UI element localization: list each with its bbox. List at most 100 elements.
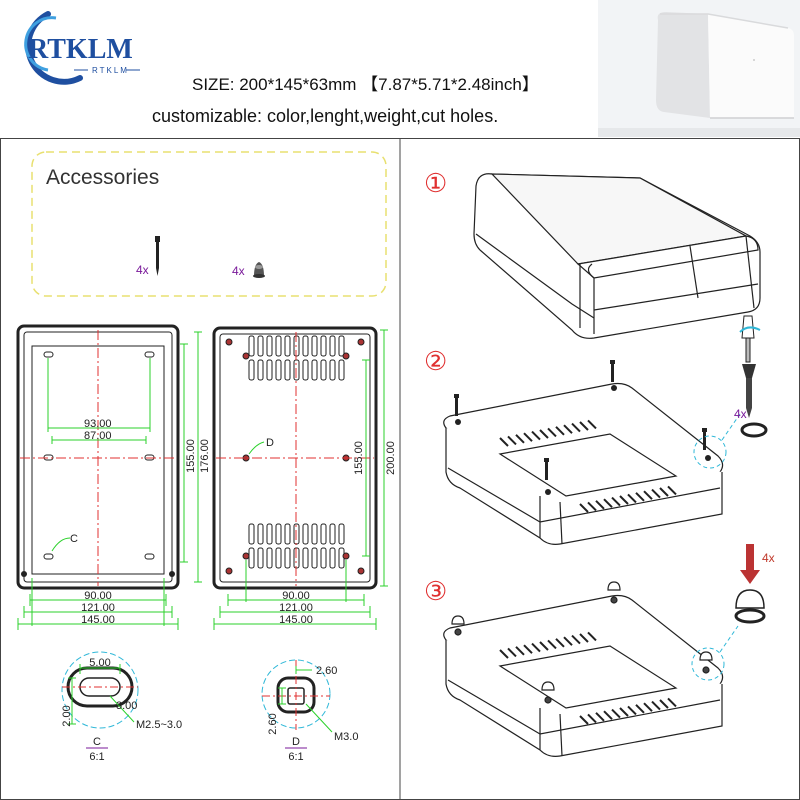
vent-slot [659,487,669,497]
vent-slot [587,501,597,512]
vent-slot [275,523,282,545]
vent-slot [284,335,291,357]
vent-slots-top [248,335,345,381]
step-2-marker: ② [424,347,447,376]
step-2-enclosure-bottom [443,382,724,545]
step-3-vents [499,631,677,725]
vent-slot [284,547,291,569]
vent-slot [595,712,605,722]
vent-slot [619,495,629,505]
vent-slot [587,419,597,430]
technical-drawing: Accessories 4x 4x [0,138,800,800]
detail-c-width: 5.00 [89,657,110,669]
vent-slot [523,644,533,654]
vent-slot [257,547,264,569]
dim-90-right: 90.00 [282,590,310,602]
vent-slot [523,432,533,442]
accessories-title: Accessories [46,166,159,189]
vent-slot [547,427,557,438]
dim-93: 93.00 [84,418,112,430]
step-3-qty: 4x [762,551,775,565]
vent-slot [284,523,291,545]
vent-slot [603,710,613,720]
screw-icon [155,236,160,276]
vent-slot [302,359,309,381]
detail-c-height: 2.00 [61,705,73,726]
logo-subtext: RTKLM [92,66,129,75]
lid-top-view: 93.00 87.00 155.00 176.00 90.00 121.00 1… [16,324,211,630]
vent-slot [311,335,318,357]
vent-slot [659,699,669,709]
detail-d: 2.60 2.60 M3.0 D 6:1 [261,659,358,763]
screw-qty: 4x [136,263,149,277]
vent-slot [266,335,273,357]
detail-d-label: D [292,736,300,748]
vent-slot [329,335,336,357]
vent-slot [547,639,557,650]
vent-slot [507,435,517,446]
dim-121-right: 121.00 [279,602,313,614]
vent-slots-bottom [248,523,345,569]
vent-slot [302,547,309,569]
vent-slot [539,641,549,651]
vent-slot [266,547,273,569]
vent-slot [257,335,264,357]
vent-slot [275,359,282,381]
detail-c-scale: 6:1 [89,751,104,763]
detail-c-inner: 3.00 [116,700,137,712]
vent-slot [571,422,581,433]
step-2-vents [499,419,677,513]
vent-slot [515,646,525,656]
vent-slot [266,523,273,545]
detail-d-width: 2.60 [316,665,337,677]
vent-slot [539,429,549,439]
vent-slot [571,634,581,645]
detail-c-label: C [93,736,101,748]
vent-slot [302,523,309,545]
step-1-enclosure [473,173,761,339]
vent-slot [587,713,597,724]
detail-c-thread: M2.5~3.0 [136,719,182,731]
vent-slot [667,697,677,708]
size-spec: SIZE: 200*145*63mm 【7.87*5.71*2.48inch】 [192,75,539,94]
vent-slot [611,708,621,719]
vent-slot [667,485,677,496]
vent-slot [627,493,637,504]
vent-slot [257,523,264,545]
dim-145-right: 145.00 [279,614,313,626]
vent-slot [619,707,629,717]
step-2-qty: 4x [734,407,747,421]
vent-slot [284,359,291,381]
dim-200: 200.00 [385,441,397,475]
rubber-foot-detail-icon [734,544,766,624]
vent-slot [643,490,653,500]
vent-slot [555,638,565,648]
vent-slot [531,430,541,441]
vent-slot [579,633,589,643]
vent-slot [329,547,336,569]
label-c: C [70,533,78,545]
rtklm-logo: RTKLM RTKLM [24,11,140,85]
vent-slot [563,636,573,646]
detail-d-thread: M3.0 [334,731,358,743]
vent-slot [595,500,605,510]
screwdriver-icon [739,315,768,438]
vent-slot [555,426,565,436]
detail-d-height: 2.60 [267,713,279,734]
vent-slot [587,631,597,642]
vent-slot [248,547,255,569]
vent-slot [627,705,637,716]
vent-slot [499,437,509,447]
vent-slot [651,488,661,499]
vent-slot [338,359,345,381]
dim-87: 87.00 [84,430,112,442]
product-photo [598,0,800,137]
vent-slot [275,335,282,357]
dim-90-left: 90.00 [84,590,112,602]
detail-d-scale: 6:1 [288,751,303,763]
vent-slot [499,649,509,659]
vent-slot [603,498,613,508]
accessories-box [31,151,387,297]
vent-slot [329,523,336,545]
label-d: D [266,437,274,449]
